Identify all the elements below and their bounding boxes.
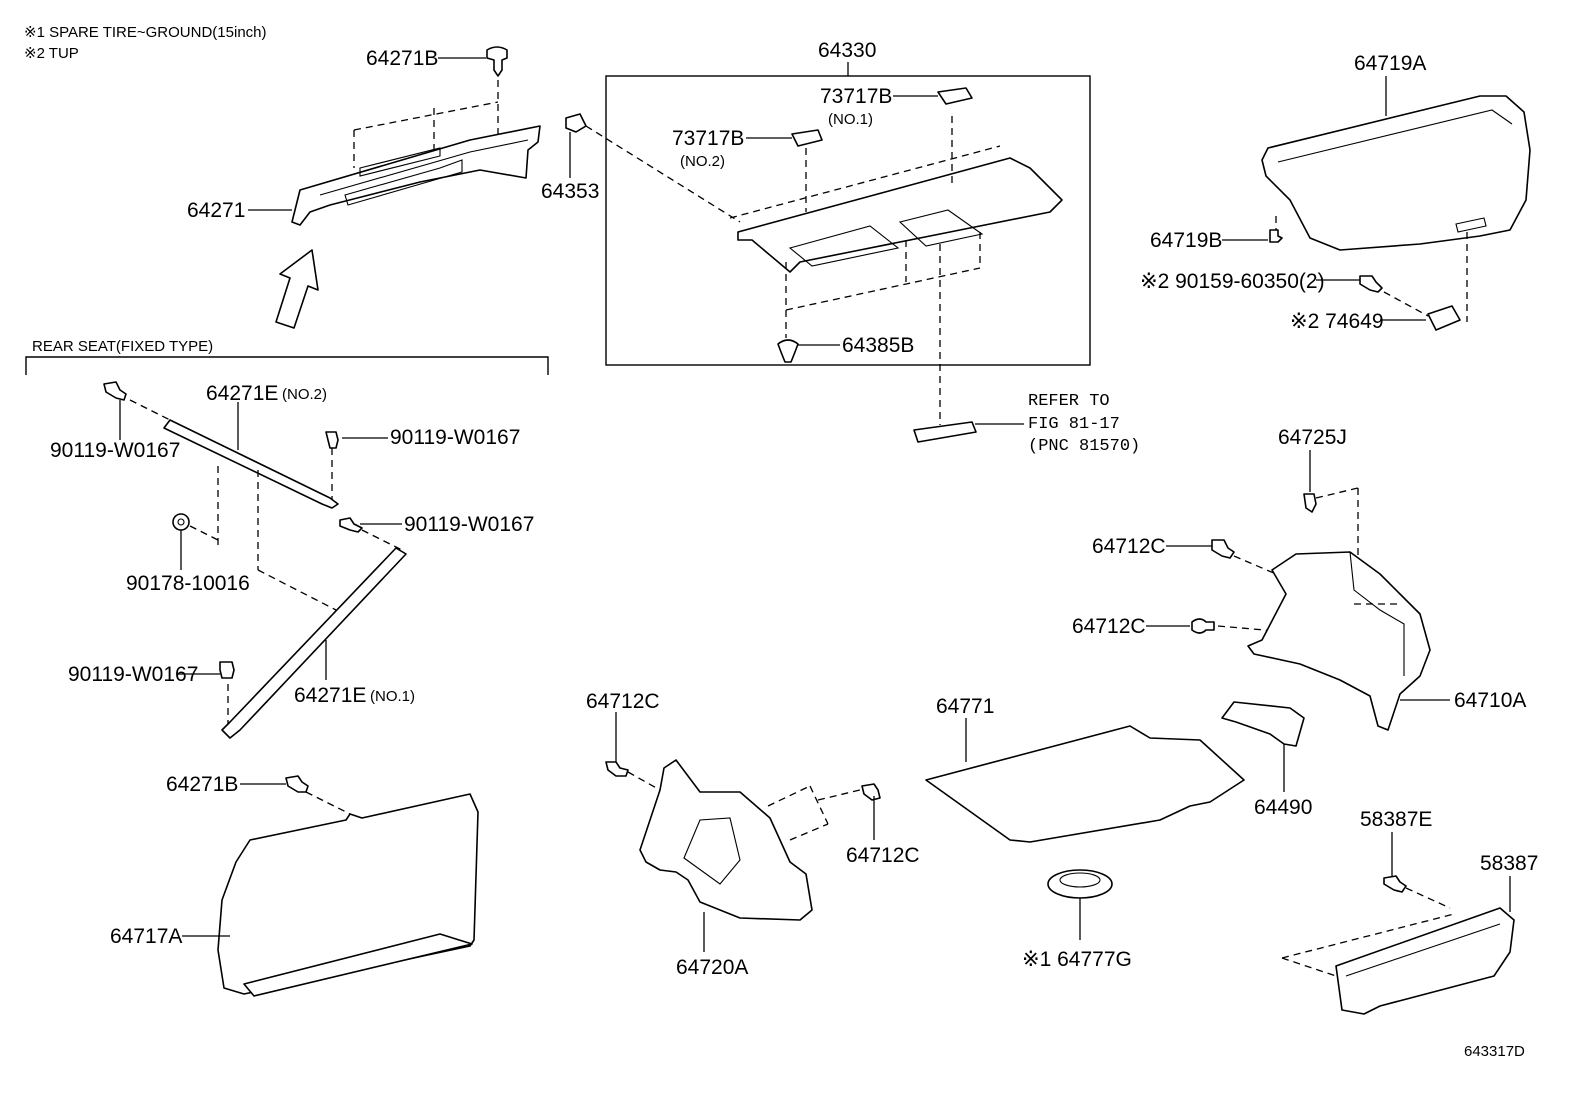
figure-id: 643317D [1464,1043,1525,1060]
label-64353[interactable]: 64353 [541,180,599,203]
label-58387[interactable]: 58387 [1480,852,1538,875]
side-trim-64720A-shape [639,759,813,921]
label-64712C-c[interactable]: 64712C [586,690,660,713]
label-73717B-no2-sub: (NO.2) [680,153,725,170]
label-64271E-no1[interactable]: 64271E [294,684,366,707]
part-64717A-group: 64271B 64717A [110,773,479,997]
side-trim-64710A-shape [1247,551,1431,731]
clip-64271B-top-shape [486,46,508,77]
label-64712C-a[interactable]: 64712C [1092,535,1166,558]
label-64271E-no1-sub: (NO.1) [370,688,415,705]
label-64271[interactable]: 64271 [187,199,245,222]
label-64712C-b[interactable]: 64712C [1072,615,1146,638]
label-64271E-no2[interactable]: 64271E [206,382,278,405]
label-64720A[interactable]: 64720A [676,956,748,979]
label-64271E-no2-sub: (NO.2) [282,386,327,403]
note-spare-tire: ※1 SPARE TIRE~GROUND(15inch) [24,24,267,41]
label-90119-W0167-a[interactable]: 90119-W0167 [50,439,180,462]
note-tup: ※2 TUP [24,45,79,62]
part-64271-group: 64271B 64271 [187,46,541,329]
refer-group: REFER TO FIG 81-17 (PNC 81570) [913,244,1140,456]
label-64717A[interactable]: 64717A [110,925,182,948]
label-90119-W0167-b[interactable]: 90119-W0167 [390,426,520,449]
label-64771[interactable]: 64771 [936,695,994,718]
part-64720A-group: 64712C 64712C 64720A [586,690,920,979]
label-64725J[interactable]: 64725J [1278,426,1347,449]
part-64353-group: 64353 [541,113,741,223]
refer-line1: REFER TO [1028,392,1110,411]
label-64490[interactable]: 64490 [1254,796,1312,819]
frame-64330 [605,75,1091,366]
label-73717B-no1[interactable]: 73717B [820,85,892,108]
label-73717B-no1-sub: (NO.1) [828,111,873,128]
label-64719A[interactable]: 64719A [1354,52,1426,75]
refer-line3: (PNC 81570) [1028,437,1140,456]
label-64710A[interactable]: 64710A [1454,689,1526,712]
label-64271B-bottom[interactable]: 64271B [166,773,238,796]
trunk-lid-trim-shape [1261,95,1531,251]
label-90159-60350[interactable]: ※2 90159-60350(2) [1140,270,1325,293]
refer-line2: FIG 81-17 [1028,415,1120,434]
label-74649[interactable]: ※2 74649 [1290,310,1384,333]
package-tray-shape [737,157,1063,273]
direction-arrow-icon [275,249,319,329]
label-64330[interactable]: 64330 [818,39,876,62]
scuff-plate-58387-shape [1335,907,1515,1015]
part-58387-group: 58387E 58387 [1281,808,1538,1015]
label-90119-W0167-d[interactable]: 90119-W0167 [68,663,198,686]
label-64385B[interactable]: 64385B [842,334,914,357]
section-rear-seat-title: REAR SEAT(FIXED TYPE) [32,338,213,355]
part-64771-group: 64771 [925,695,1245,843]
part-64710A-group: 64725J 64712C 64712C 64710A [1072,426,1526,731]
part-64719A-group: 64719A 64719B ※2 90159-60350(2) ※2 74649 [1140,52,1531,333]
label-90178-10016[interactable]: 90178-10016 [126,572,250,595]
part-64490-group: 64490 [1221,701,1312,819]
part-64330-group: 64330 73717B (NO.1) 73717B (NO.2) 64385B [605,39,1091,366]
label-73717B-no2[interactable]: 73717B [672,127,744,150]
part-64777G-group: ※1 64777G [1022,869,1132,971]
label-64712C-d[interactable]: 64712C [846,844,920,867]
label-64777G[interactable]: ※1 64777G [1022,948,1132,971]
trim-64271-shape [291,125,541,226]
label-64271B-top[interactable]: 64271B [366,47,438,70]
label-58387E[interactable]: 58387E [1360,808,1432,831]
trunk-mat-64771-shape [925,725,1245,843]
label-90119-W0167-c[interactable]: 90119-W0167 [404,513,534,536]
label-64719B[interactable]: 64719B [1150,229,1222,252]
rear-seat-section: REAR SEAT(FIXED TYPE) 64271E (NO.2) 9011… [25,338,549,739]
